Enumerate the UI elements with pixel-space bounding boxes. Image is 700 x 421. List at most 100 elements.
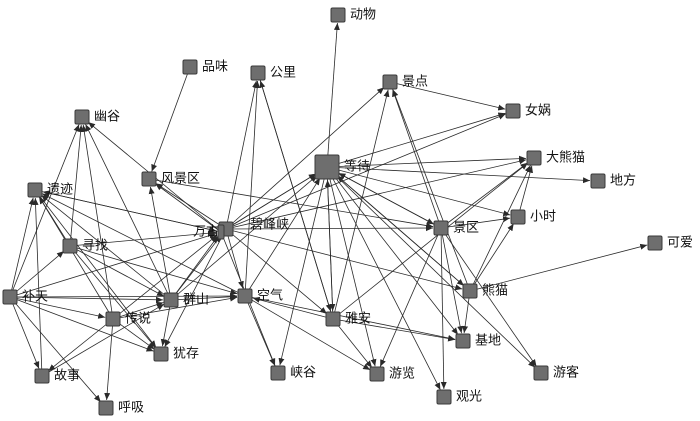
node-bifengxia[interactable]: 碧峰峡: [218, 218, 289, 237]
edge-xiongmao-to-jingdian: [392, 89, 471, 292]
node-label-youlan: 游览: [389, 366, 415, 382]
node-yougu[interactable]: 幽谷: [74, 109, 120, 125]
node-box-guanguang: [436, 389, 452, 405]
node-keai[interactable]: 可爱: [647, 235, 693, 251]
node-label-guanguang: 观光: [456, 390, 482, 405]
node-label-butian: 补天: [22, 290, 48, 305]
edge-bifengxia-to-jingdian: [225, 87, 385, 230]
edge-xunzhao-to-yiji: [38, 196, 71, 247]
node-label-wangu: 万古: [193, 225, 219, 240]
node-label-bifengxia: 碧峰峡: [250, 218, 289, 233]
node-gongli[interactable]: 公里: [250, 65, 296, 81]
node-xiaoshi[interactable]: 小时: [510, 209, 556, 225]
node-box-xiongmao: [462, 283, 478, 299]
node-box-fengjingqu: [141, 171, 157, 187]
node-label-keai: 可爱: [667, 236, 693, 251]
node-box-kongqi: [237, 288, 253, 304]
node-jingqu[interactable]: 景区: [433, 220, 479, 236]
node-huxi[interactable]: 呼吸: [98, 400, 144, 416]
edge-dengdai-to-yaan: [326, 166, 336, 312]
edge-butian-to-yougu: [9, 124, 80, 298]
edge-butian-to-yiji: [9, 197, 35, 298]
edge-dengdai-to-guanguang: [326, 166, 441, 391]
node-label-yougu: 幽谷: [94, 110, 120, 125]
node-nvwa[interactable]: 女娲: [505, 103, 551, 119]
node-box-jingdian: [382, 74, 398, 90]
node-label-xiagu: 峡谷: [290, 366, 316, 381]
edge-xiongmao-to-daxiongmao: [469, 165, 531, 292]
edge-butian-to-gushi: [9, 296, 40, 369]
node-dengdai[interactable]: 等待: [314, 154, 370, 180]
node-label-gongli: 公里: [270, 66, 296, 81]
edge-yaan-to-youlan: [332, 318, 373, 369]
edge-xunzhao-to-kongqi: [69, 245, 238, 295]
edge-dengdai-to-daxiongmao: [326, 155, 527, 168]
node-label-dongwu: 动物: [350, 8, 376, 23]
node-box-wangu: [217, 224, 225, 240]
edge-chuanshuo-to-yiji: [38, 196, 114, 320]
edge-chuanshuo-to-gushi: [47, 318, 114, 372]
node-wangu[interactable]: 万古: [193, 224, 225, 240]
edge-qunshan-to-bifengxia: [170, 235, 222, 301]
node-box-difang: [590, 173, 606, 189]
node-daxiongmao[interactable]: 大熊猫: [526, 150, 585, 166]
node-box-keai: [647, 235, 663, 251]
node-youcun[interactable]: 犹存: [153, 346, 199, 362]
node-difang[interactable]: 地方: [590, 173, 636, 189]
node-label-daxiongmao: 大熊猫: [546, 150, 585, 166]
edge-fengjingqu-to-jingqu: [148, 178, 434, 229]
edge-butian-to-wangu: [9, 232, 217, 298]
edge-dengdai-to-youlan: [326, 166, 377, 367]
edge-xunzhao-to-qunshan: [69, 245, 165, 297]
edge-dengdai-to-xiaoshi: [326, 166, 511, 217]
node-box-xiaoshi: [510, 209, 526, 225]
node-box-nvwa: [505, 103, 521, 119]
edge-kongqi-to-youlan: [244, 295, 371, 371]
edge-pinwei-to-fengjingqu: [151, 66, 191, 172]
node-box-jidi: [455, 333, 471, 349]
node-fengjingqu[interactable]: 风景区: [141, 171, 200, 187]
edges-layer: [9, 22, 648, 403]
node-box-huxi: [98, 400, 114, 416]
node-qunshan[interactable]: 群山: [163, 292, 209, 308]
node-label-xiongmao: 熊猫: [482, 283, 508, 299]
node-box-youcun: [153, 346, 169, 362]
edge-gongli-to-yaan: [257, 72, 332, 312]
edge-jingqu-to-daxiongmao: [440, 162, 528, 229]
node-jidi[interactable]: 基地: [455, 333, 501, 349]
node-youlan[interactable]: 游览: [369, 366, 415, 382]
node-box-yaan: [325, 311, 341, 327]
node-gushi[interactable]: 故事: [34, 368, 80, 384]
node-yiji[interactable]: 遗迹: [27, 182, 73, 198]
edge-kongqi-to-dengdai: [244, 177, 321, 297]
node-box-pinwei: [182, 59, 198, 75]
node-pinwei[interactable]: 品味: [182, 59, 228, 75]
node-xiongmao[interactable]: 熊猫: [462, 283, 508, 299]
node-box-chuanshuo: [105, 311, 121, 327]
edge-dengdai-to-xiongmao: [326, 166, 465, 287]
edge-yaan-to-daxiongmao: [332, 162, 529, 320]
edge-gushi-to-qunshan: [41, 303, 165, 377]
node-youke[interactable]: 游客: [533, 365, 579, 381]
node-box-gushi: [34, 368, 50, 384]
node-box-jingqu: [433, 220, 449, 236]
node-box-yougu: [74, 109, 90, 125]
edge-butian-to-xunzhao: [9, 250, 65, 298]
node-box-dongwu: [330, 7, 346, 23]
node-xunzhao[interactable]: 寻找: [62, 238, 108, 254]
node-kongqi[interactable]: 空气: [237, 288, 283, 304]
node-yaan[interactable]: 雅安: [325, 311, 371, 327]
node-dongwu[interactable]: 动物: [330, 7, 376, 23]
node-butian[interactable]: 补天: [2, 289, 48, 305]
node-chuanshuo[interactable]: 传说: [105, 311, 151, 327]
node-xiagu[interactable]: 峡谷: [270, 365, 316, 381]
edge-qunshan-to-yiji: [40, 194, 172, 301]
edge-kongqi-to-jidi: [244, 295, 456, 341]
node-jingdian[interactable]: 景点: [382, 74, 428, 90]
node-label-qunshan: 群山: [183, 293, 209, 308]
edge-butian-to-kongqi: [9, 293, 238, 300]
node-box-youke: [533, 365, 549, 381]
node-guanguang[interactable]: 观光: [436, 389, 482, 405]
edge-jingqu-to-jidi: [440, 227, 464, 334]
